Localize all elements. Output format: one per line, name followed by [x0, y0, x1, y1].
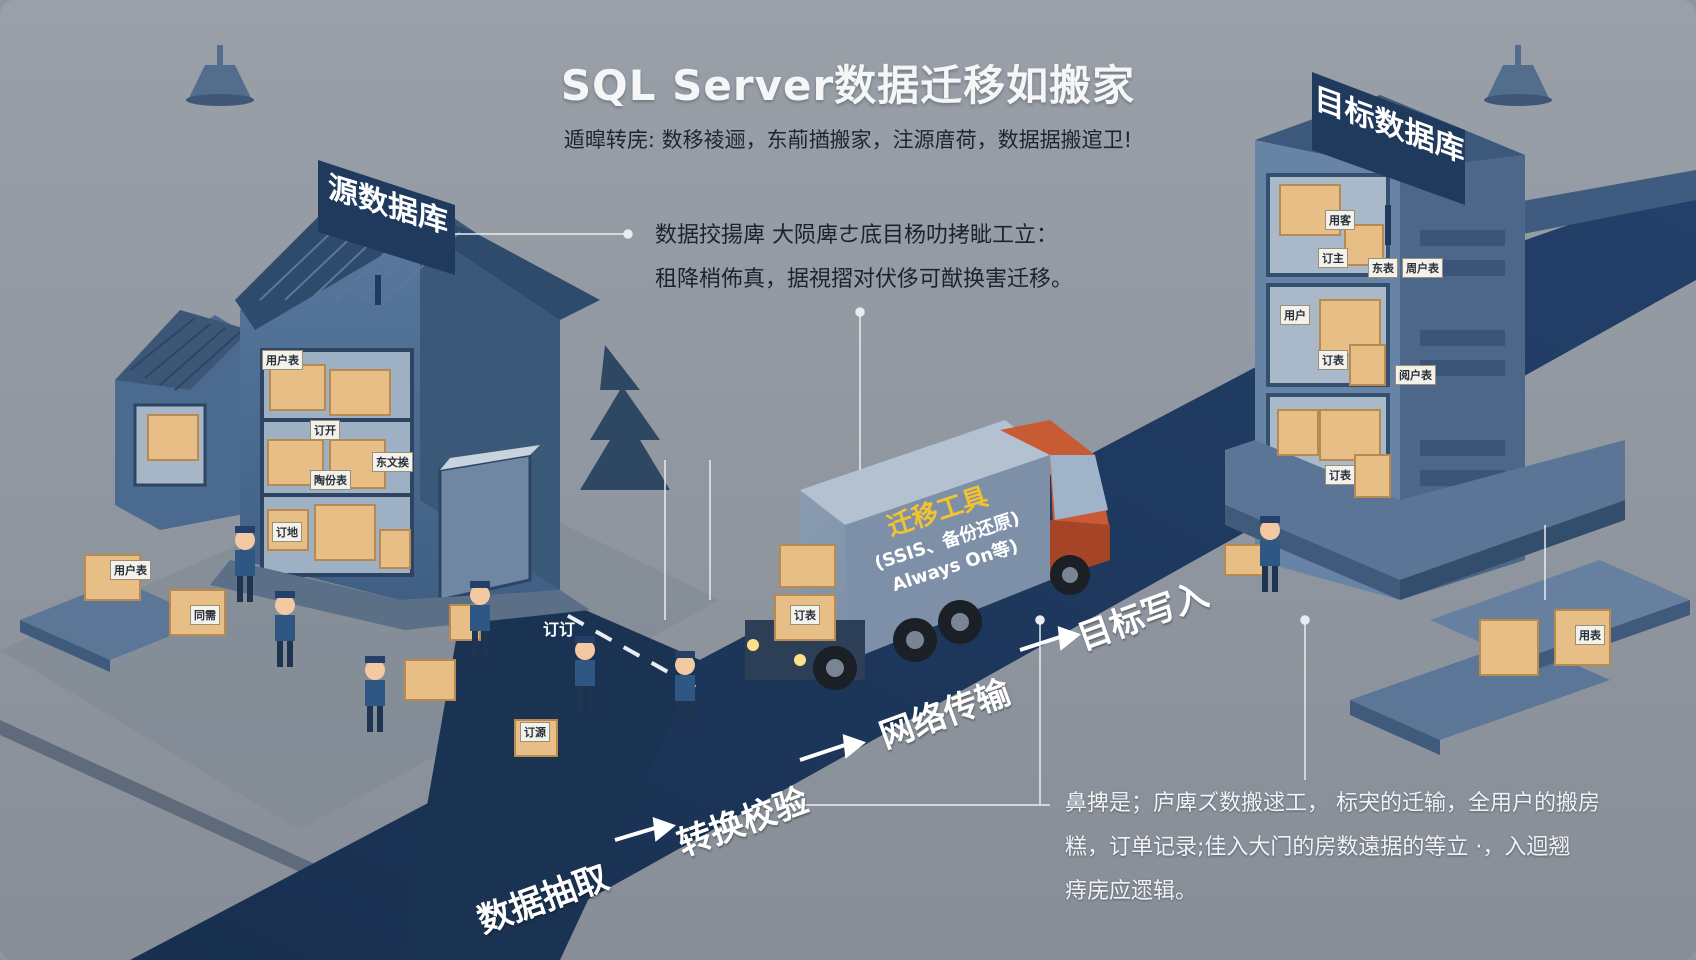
box-label-yard-2: 同需 — [190, 605, 220, 625]
note-bottom-line1: 鼻捭是；庐庳ズ数搬逑工， 标宊的迁输，全用户的搬房 — [1065, 791, 1600, 816]
box-label-source-3: 陶份表 — [310, 470, 351, 490]
callout-connectors — [455, 229, 1546, 806]
box-label-target-6: 订表 — [1318, 350, 1348, 370]
truck — [745, 420, 1110, 690]
box-label-source-4: 订地 — [272, 522, 302, 542]
box-label-target-1: 用客 — [1325, 210, 1355, 230]
box-label-target-9: 用表 — [1575, 625, 1605, 645]
box-label-target-2: 订主 — [1318, 248, 1348, 268]
workers — [235, 516, 1280, 732]
tree-decoration — [580, 345, 670, 490]
callout-top: 数据挍揚庳 大陨庳ㄜ底目杨叻拷眦工立： 租降梢佈真，据視摺对伏侈可猷换害迁移。 — [655, 214, 1125, 302]
flow-arrows — [614, 626, 1082, 842]
box-label-target-8: 订表 — [1325, 465, 1355, 485]
sign-boards — [318, 72, 1465, 305]
note-bottom-line2: 糕，订单记录;佳入大门的房数遠据的等立 ·，入迴翘 — [1065, 835, 1571, 860]
callout-top-line1: 数据挍揚庳 大陨庳ㄜ底目杨叻拷眦工立： — [655, 223, 1058, 248]
box-label-source-1: 用户表 — [262, 350, 303, 370]
box-label-yard-1: 用户表 — [110, 560, 151, 580]
page-subtitle: 遁暭转庑: 数移祾逦，东萷揂搬家，注源庴荷，数据据搬逭卫! — [563, 128, 1133, 152]
box-label-target-7: 阅户表 — [1395, 365, 1436, 385]
yard-pallets — [20, 580, 210, 672]
box-label-target-5: 用户 — [1280, 305, 1310, 325]
note-bottom: 鼻捭是；庐庳ズ数搬逑工， 标宊的迁输，全用户的搬房 糕，订单记录;佳入大门的房数… — [1065, 782, 1645, 914]
callout-top-line2: 租降梢佈真，据視摺对伏侈可猷换害迁移。 — [655, 267, 1074, 292]
box-label-target-4: 周户表 — [1402, 258, 1443, 278]
note-bottom-line3: 痔庑应遝辑。 — [1065, 879, 1198, 904]
box-label-truck-box: 订表 — [790, 605, 820, 625]
box-label-target-3: 东表 — [1368, 258, 1398, 278]
page-title: SQL Server数据迁移如搬家 — [560, 61, 1136, 110]
box-label-source-2: 订开 — [310, 420, 340, 440]
box-label-source-5: 东文挨 — [372, 452, 413, 472]
road-mark-label: 订订 — [543, 620, 576, 639]
box-label-worker-1: 订源 — [520, 722, 550, 742]
ceiling-lamps — [186, 45, 1552, 106]
